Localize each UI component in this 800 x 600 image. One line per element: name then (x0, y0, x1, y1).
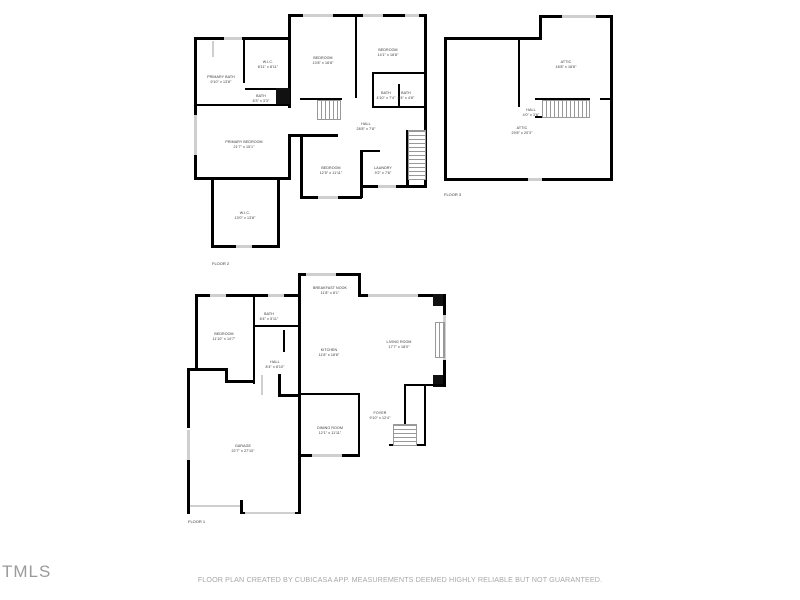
mls-watermark: TMLS (2, 562, 52, 581)
floor-label: FLOOR 1 (188, 519, 206, 524)
floor-label: FLOOR 2 (212, 261, 230, 266)
disclaimer-text: FLOOR PLAN CREATED BY CUBICASA APP. MEAS… (197, 575, 603, 584)
room-label: W.I.C.13'0" x 13'8" (234, 211, 256, 220)
floor-label: FLOOR 3 (444, 192, 462, 197)
room-label: W.I.C.8'11" x 8'11" (257, 60, 279, 69)
